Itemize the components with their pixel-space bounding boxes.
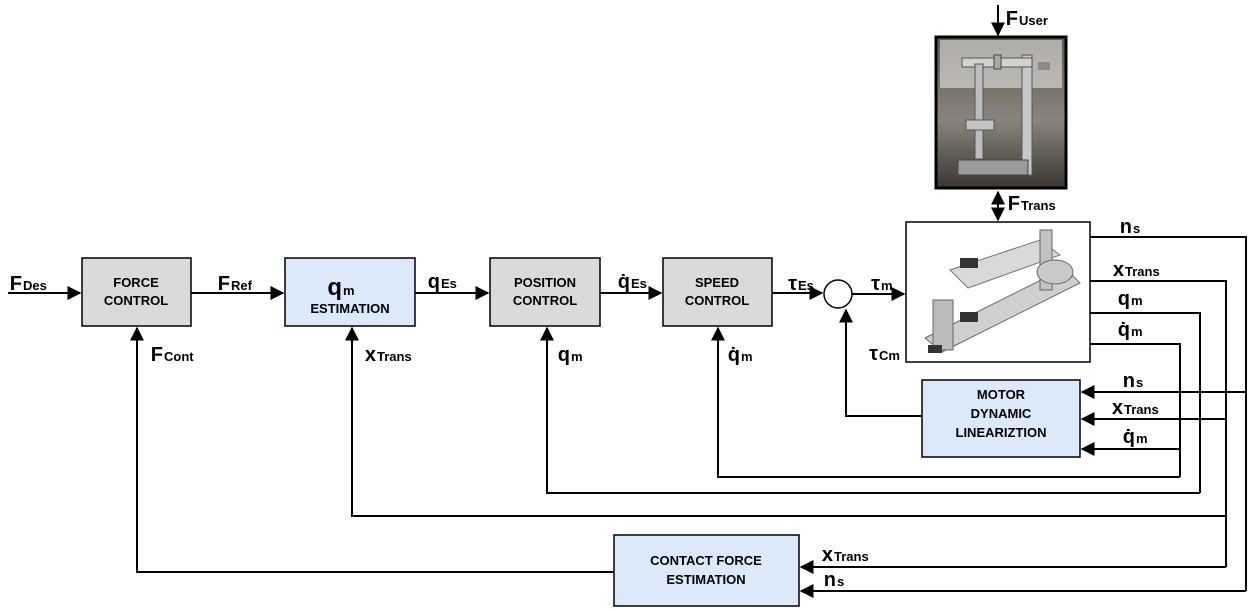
label-ns-linearization: n s — [1123, 370, 1143, 392]
contact-force-estimation-label-2: ESTIMATION — [666, 572, 745, 587]
label-qm-out: q m — [1118, 288, 1143, 310]
label-ns-3-main: n — [824, 569, 836, 591]
force-control-label-2: CONTROL — [104, 293, 168, 308]
label-f-user: F User — [1006, 8, 1048, 30]
label-f-user-sub: User — [1019, 13, 1048, 28]
label-tau-cm-sub: Cm — [879, 348, 900, 363]
position-control-label-2: CONTROL — [513, 293, 577, 308]
label-tau-cm-main: τ — [869, 343, 878, 365]
qm-estimation-symbol-sub: m — [343, 283, 355, 298]
label-tau-es-sub: Es — [798, 278, 814, 293]
label-qdotm-2-sub: m — [1131, 324, 1143, 339]
contact-force-estimation-block: CONTACT FORCE ESTIMATION — [614, 535, 799, 606]
label-f-trans-main: F — [1008, 193, 1020, 215]
qm-estimation-block: q m ESTIMATION — [285, 258, 415, 326]
label-qdotm-out: q̇ m — [1118, 319, 1143, 341]
speed-control-rect — [663, 258, 772, 326]
label-qdot-es-main: q̇ — [618, 271, 630, 293]
label-f-des: F Des — [10, 273, 47, 295]
label-tau-es: τ Es — [788, 273, 814, 295]
label-qdot-es: q̇ Es — [618, 271, 647, 293]
label-qdotm-2-main: q̇ — [1118, 319, 1130, 341]
speed-control-block: SPEED CONTROL — [663, 258, 772, 326]
label-ns-1-main: n — [1120, 216, 1132, 238]
contact-force-estimation-label-1: CONTACT FORCE — [650, 553, 762, 568]
label-xtrans-3-main: x — [1112, 397, 1123, 419]
label-ns-out: n s — [1120, 216, 1140, 238]
label-f-des-main: F — [10, 273, 22, 295]
label-xtrans-out: x Trans — [1113, 259, 1160, 281]
label-f-des-sub: Des — [23, 278, 47, 293]
label-f-cont: F Cont — [151, 344, 194, 366]
label-q-es-main: q — [428, 271, 440, 293]
position-control-block: POSITION CONTROL — [490, 258, 600, 326]
qm-estimation-label: ESTIMATION — [310, 301, 389, 316]
label-xtrans-4-main: x — [822, 544, 833, 566]
contact-force-estimation-rect — [614, 535, 799, 606]
label-xtrans-1-main: x — [365, 344, 376, 366]
motor-linearization-block: MOTOR DYNAMIC LINEARIZTION — [922, 380, 1080, 457]
speed-control-label-2: CONTROL — [685, 293, 749, 308]
label-tau-cm: τ Cm — [869, 343, 900, 365]
label-qm-1-sub: m — [571, 349, 583, 364]
label-qm-2-sub: m — [1131, 293, 1143, 308]
qm-estimation-symbol: q — [327, 274, 342, 301]
label-f-user-main: F — [1006, 8, 1018, 30]
motor-linearization-label-1: MOTOR — [977, 387, 1026, 402]
motor-linearization-label-2: DYNAMIC — [971, 406, 1032, 421]
label-ns-2-main: n — [1123, 370, 1135, 392]
wire-xtrans-out — [1090, 281, 1226, 567]
force-control-label-1: FORCE — [113, 275, 159, 290]
label-qdotm-1-main: q̇ — [728, 344, 740, 366]
label-xtrans-2-main: x — [1113, 259, 1124, 281]
label-f-ref: F Ref — [218, 273, 253, 295]
label-ns-2-sub: s — [1136, 375, 1143, 390]
label-tau-es-main: τ — [788, 273, 797, 295]
label-qdotm-3-main: q̇ — [1123, 426, 1135, 448]
label-ns-contact: n s — [824, 569, 844, 591]
summing-junction — [824, 280, 852, 308]
label-f-trans: F Trans — [1008, 193, 1056, 215]
label-qm-1-main: q — [558, 344, 570, 366]
label-xtrans-2-sub: Trans — [1125, 264, 1160, 279]
label-qdotm-linearization: q̇ m — [1123, 426, 1148, 448]
robot-photo — [906, 222, 1090, 362]
label-f-cont-main: F — [151, 344, 163, 366]
label-q-es: q Es — [428, 271, 457, 293]
label-f-trans-sub: Trans — [1021, 198, 1056, 213]
label-qm-position: q m — [558, 344, 583, 366]
label-xtrans-qm-estimation: x Trans — [365, 344, 412, 366]
force-control-block: FORCE CONTROL — [82, 258, 191, 326]
label-ns-1-sub: s — [1133, 221, 1140, 236]
label-xtrans-3-sub: Trans — [1124, 402, 1159, 417]
label-xtrans-1-sub: Trans — [377, 349, 412, 364]
label-tau-m: τ m — [871, 273, 893, 295]
label-ns-3-sub: s — [837, 574, 844, 589]
device-photo — [936, 37, 1066, 188]
label-xtrans-4-sub: Trans — [834, 549, 869, 564]
label-q-es-sub: Es — [441, 276, 457, 291]
speed-control-label-1: SPEED — [695, 275, 739, 290]
force-control-rect — [82, 258, 191, 326]
wire-xtrans-to-qm-estimation — [352, 328, 1226, 516]
label-qdotm-3-sub: m — [1136, 431, 1148, 446]
label-qdotm-1-sub: m — [741, 349, 753, 364]
label-f-cont-sub: Cont — [164, 349, 194, 364]
label-qdot-es-sub: Es — [631, 276, 647, 291]
position-control-label-1: POSITION — [514, 275, 576, 290]
label-qdotm-speed: q̇ m — [728, 344, 753, 366]
label-xtrans-contact: x Trans — [822, 544, 869, 566]
label-f-ref-main: F — [218, 273, 230, 295]
label-xtrans-linearization: x Trans — [1112, 397, 1159, 419]
label-tau-m-main: τ — [871, 273, 880, 295]
label-tau-m-sub: m — [881, 278, 893, 293]
position-control-rect — [490, 258, 600, 326]
motor-linearization-label-3: LINEARIZTION — [956, 425, 1047, 440]
label-f-ref-sub: Ref — [231, 278, 253, 293]
label-qm-2-main: q — [1118, 288, 1130, 310]
